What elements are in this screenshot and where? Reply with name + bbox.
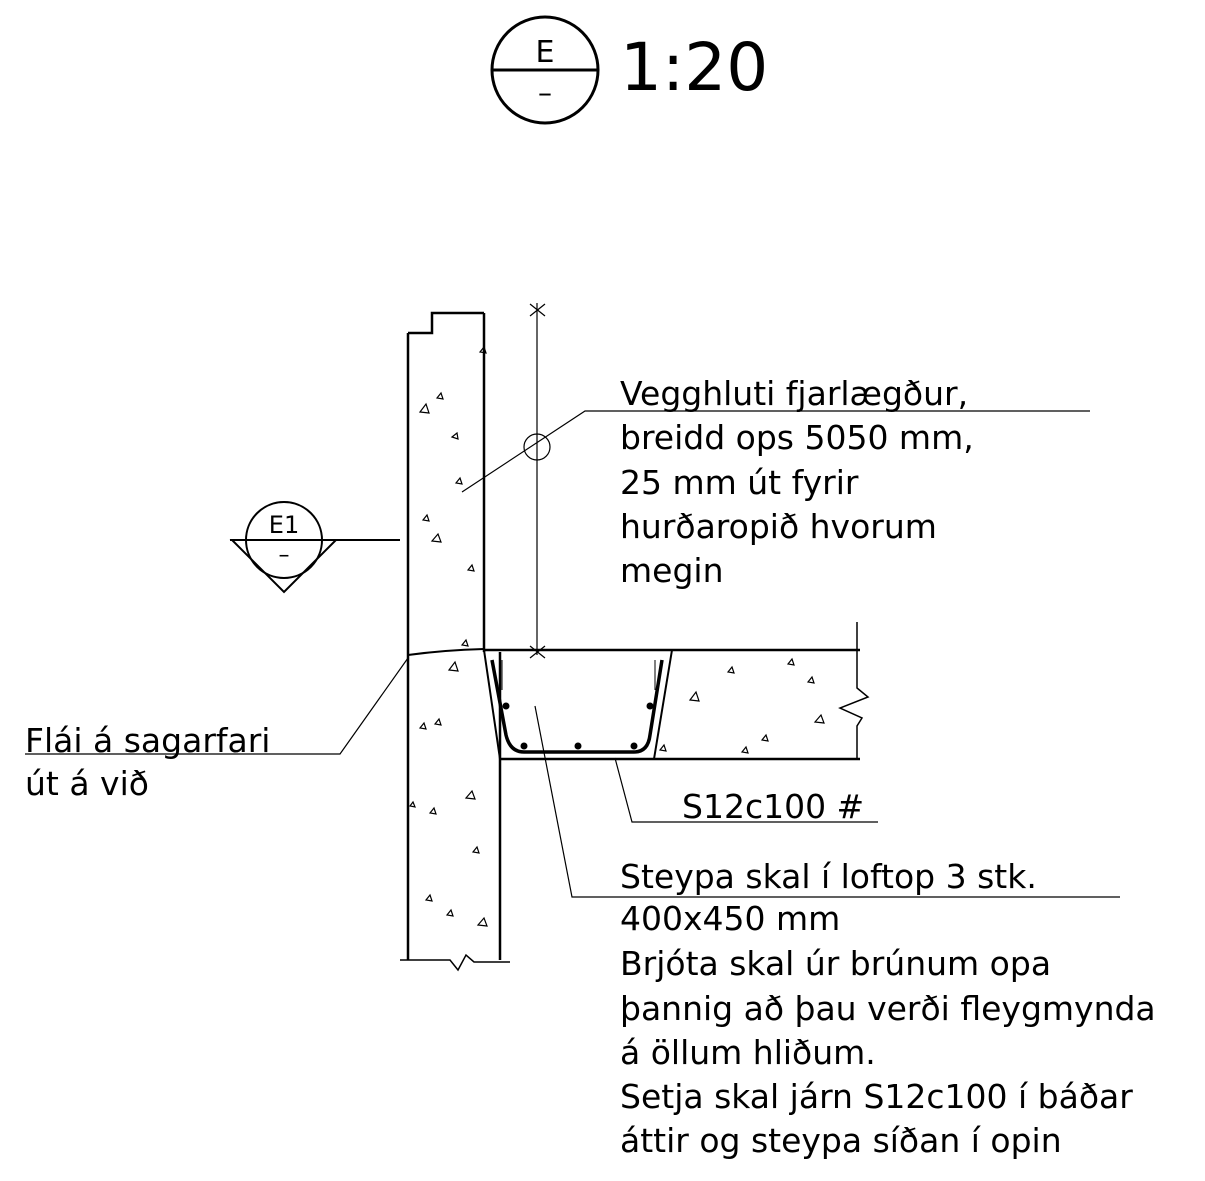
note-line: Steypa skal í loftop 3 stk. [620,857,1037,896]
note-line: Setja skal járn S12c100 í báðar [620,1077,1133,1116]
note-rebar: S12c100 # [682,787,864,826]
drawing-scale: 1:20 [620,29,768,106]
rebar-dot [574,742,582,750]
note-line: Flái á sagarfari [25,721,270,760]
rebar-dot [520,742,528,750]
note-line: 400x450 mm [620,899,840,938]
note-line: út á við [25,764,149,803]
note-casting: Steypa skal í loftop 3 stk. 400x450 mm B… [620,857,1166,1160]
section-marker-dash: – [279,543,290,568]
note-line: þannig að þau verði fleygmynda [620,989,1156,1028]
note-wall-removal: Vegghluti fjarlægður, breidd ops 5050 mm… [620,374,984,590]
note-line: áttir og steypa síðan í opin [620,1121,1062,1160]
note-line: Brjóta skal úr brúnum opa [620,944,1051,983]
concrete-wall [400,311,510,972]
note-chamfer: Flái á sagarfari út á við [25,721,281,803]
centerline-circle [523,433,551,461]
rebar-dots [502,702,654,750]
concrete-hatch [408,345,825,927]
new-casting-opening [483,649,673,760]
leader-casting [534,705,1120,898]
section-marker-label: E1 [269,511,299,539]
section-cut-marker-e1: E1 – [229,501,400,594]
note-line: Vegghluti fjarlægður, [620,374,968,413]
note-line: breidd ops 5050 mm, [620,418,974,457]
note-line: á öllum hliðum. [620,1033,876,1072]
section-letter: E [536,35,555,70]
section-sheet-dash: – [538,76,552,109]
leader-lines [25,410,1120,898]
rebar-dot [646,702,654,710]
note-line: hurðaropið hvorum [620,507,937,546]
rebar-dot [502,702,510,710]
leader-chamfer [25,657,409,755]
note-line: megin [620,551,723,590]
note-line: 25 mm út fyrir [620,463,859,502]
leader-wall-removal [461,410,1090,493]
rebar-u-bar [490,659,664,754]
rebar-dot [630,742,638,750]
section-title-symbol: E – [490,15,600,125]
dimension-line [523,303,551,659]
leader-rebar [614,757,878,823]
